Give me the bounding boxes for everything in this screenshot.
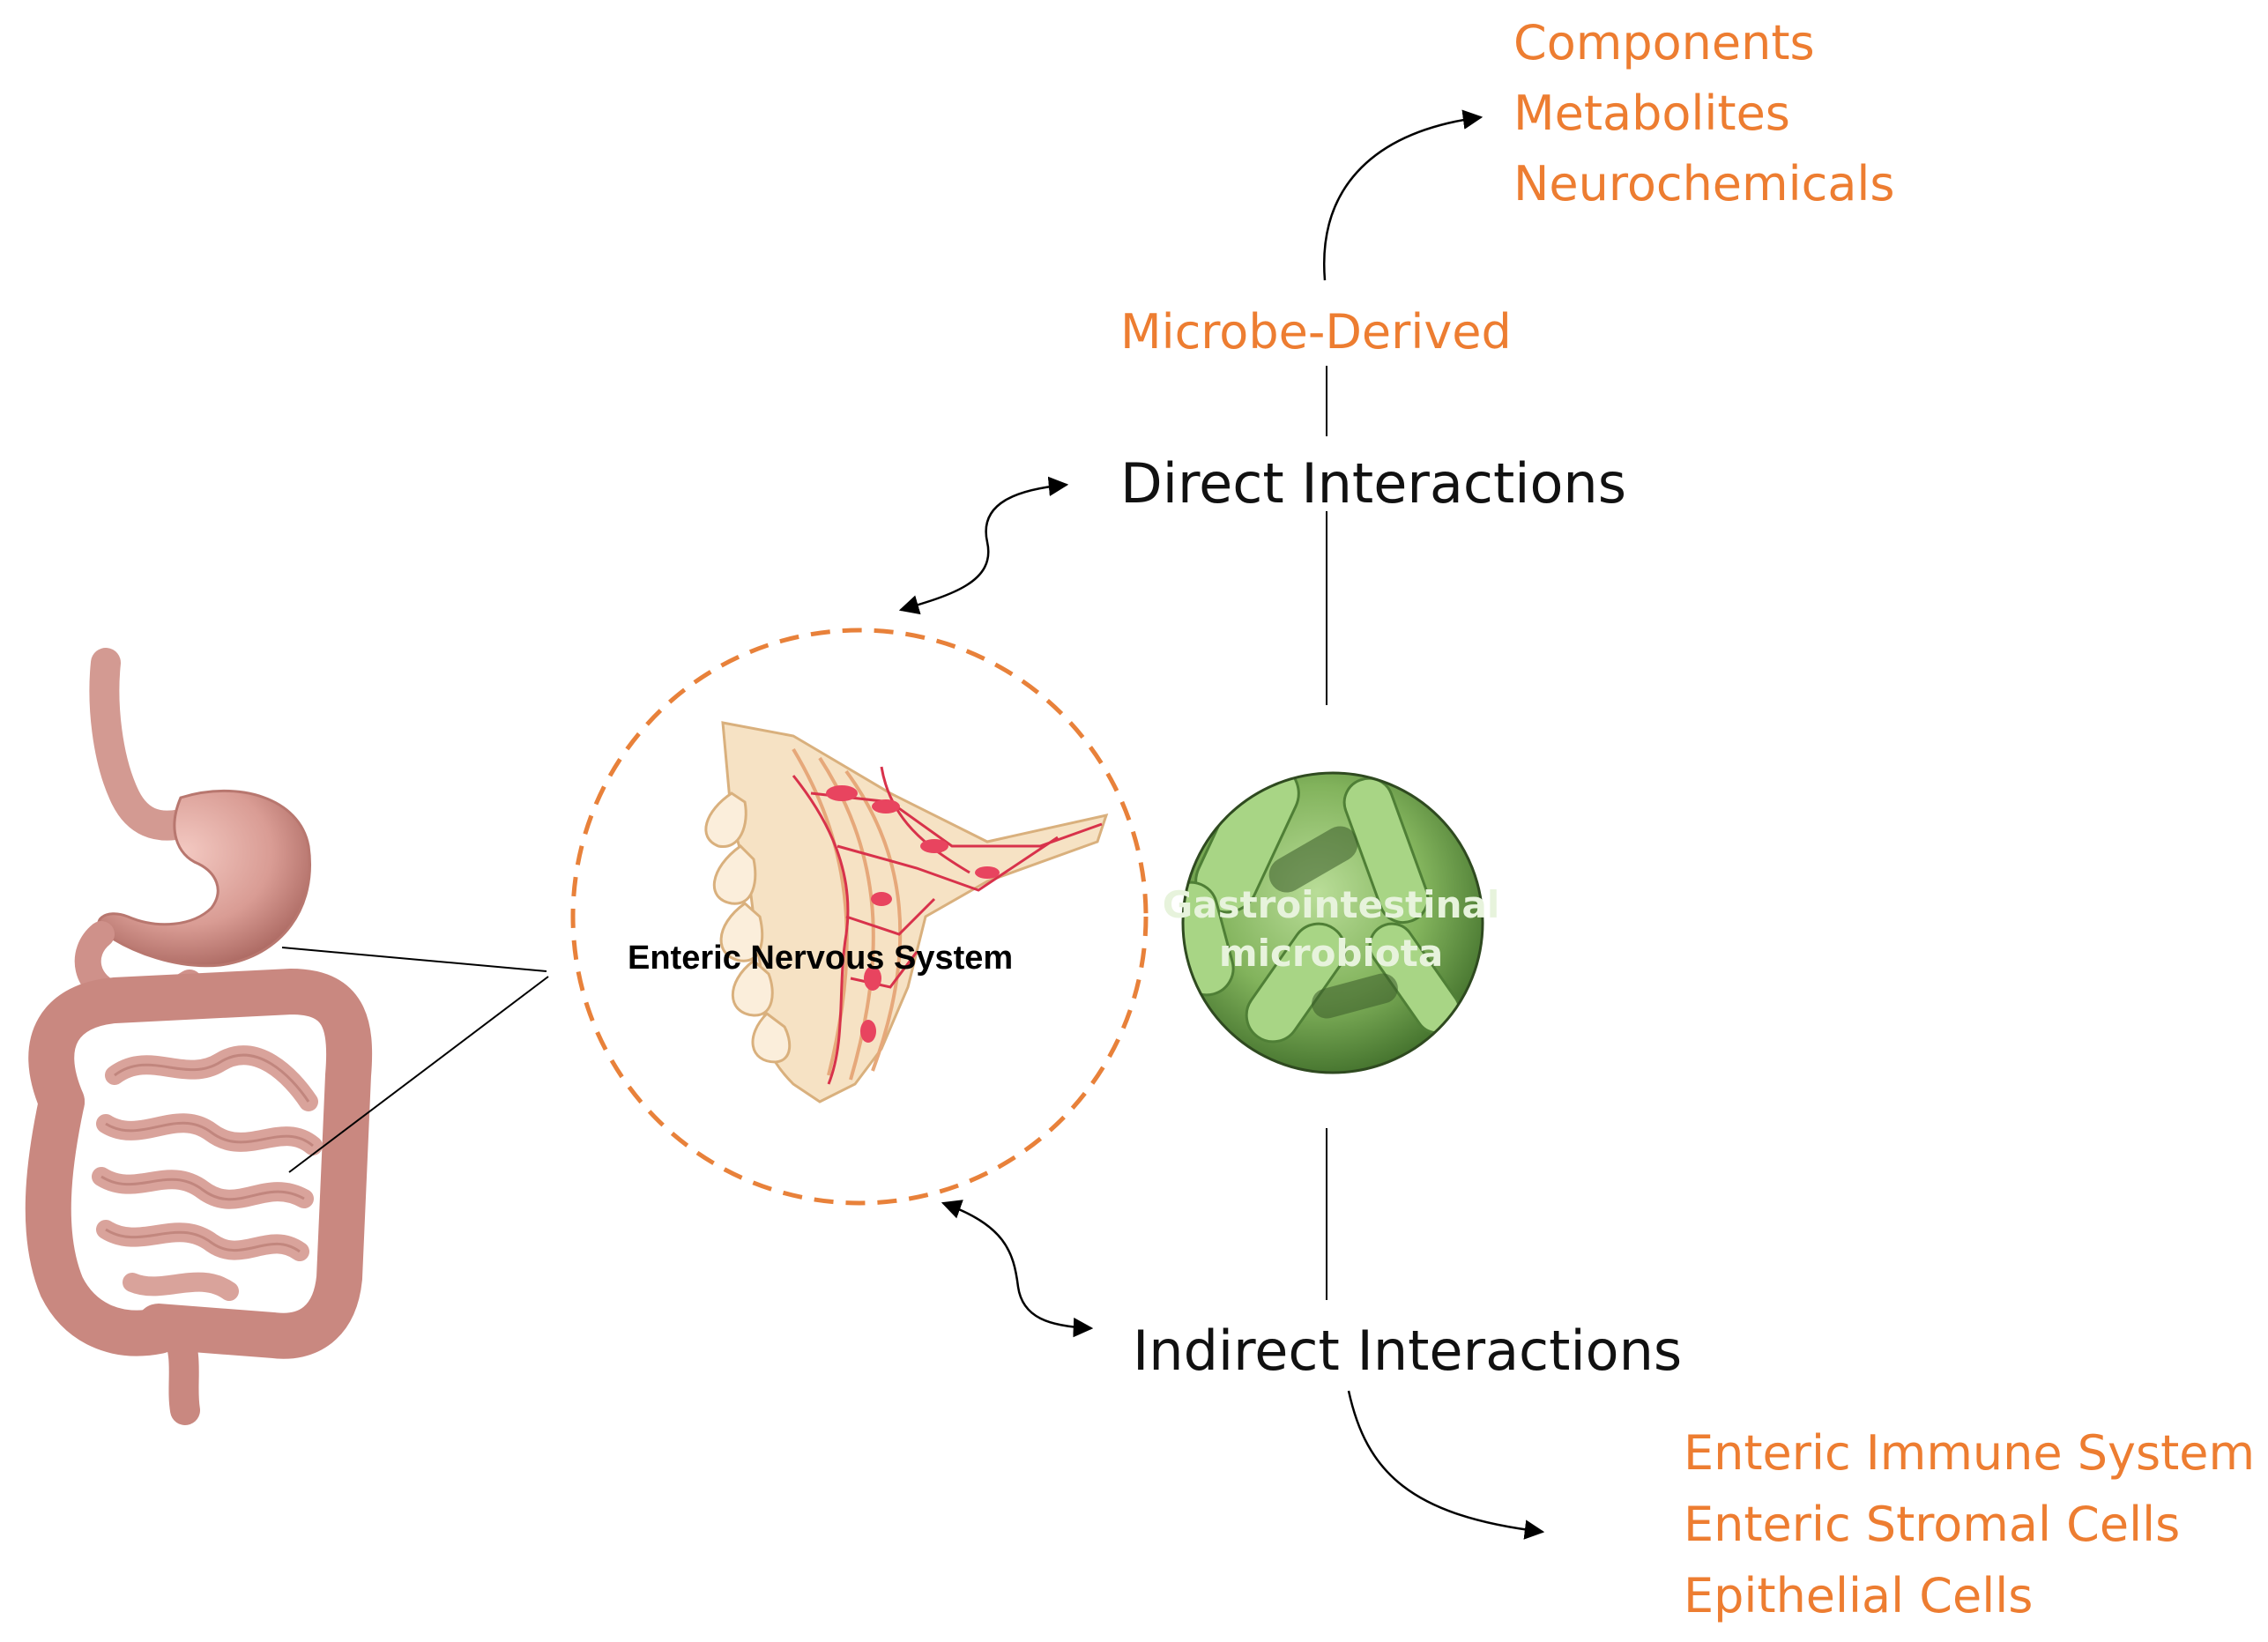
microbiota-label: Gastrointestinal microbiota <box>1162 883 1500 975</box>
direct-item-components: Components <box>1513 15 1815 71</box>
digestive-tract-illustration <box>25 648 373 1425</box>
gut-connector-line <box>281 947 547 972</box>
direct-item-neurochemicals: Neurochemicals <box>1513 156 1895 212</box>
bidirectional-arrow-direct <box>898 476 1069 615</box>
ens-dashed-circle <box>570 628 1149 1206</box>
indirect-item-epithelial-cells: Epithelial Cells <box>1684 1568 2034 1623</box>
direct-interactions-title: Direct Interactions <box>1120 451 1627 516</box>
indirect-item-immune-system: Enteric Immune System <box>1684 1425 2256 1481</box>
indirect-item-stromal-cells: Enteric Stromal Cells <box>1684 1497 2181 1552</box>
arrow-to-components <box>1323 109 1483 281</box>
microbe-derived-label: Microbe-Derived <box>1120 304 1512 360</box>
gut-connector-line <box>288 976 549 1173</box>
direct-item-metabolites: Metabolites <box>1513 85 1790 141</box>
arrow-to-cells <box>1347 1390 1545 1540</box>
bacteria-micrograph <box>1181 771 1484 1074</box>
indirect-interactions-title: Indirect Interactions <box>1133 1319 1683 1383</box>
bidirectional-arrow-indirect <box>941 1200 1094 1338</box>
ens-label: Enteric Nervous System <box>628 940 1014 977</box>
enteric-tissue-section-illustration <box>704 721 1109 1103</box>
